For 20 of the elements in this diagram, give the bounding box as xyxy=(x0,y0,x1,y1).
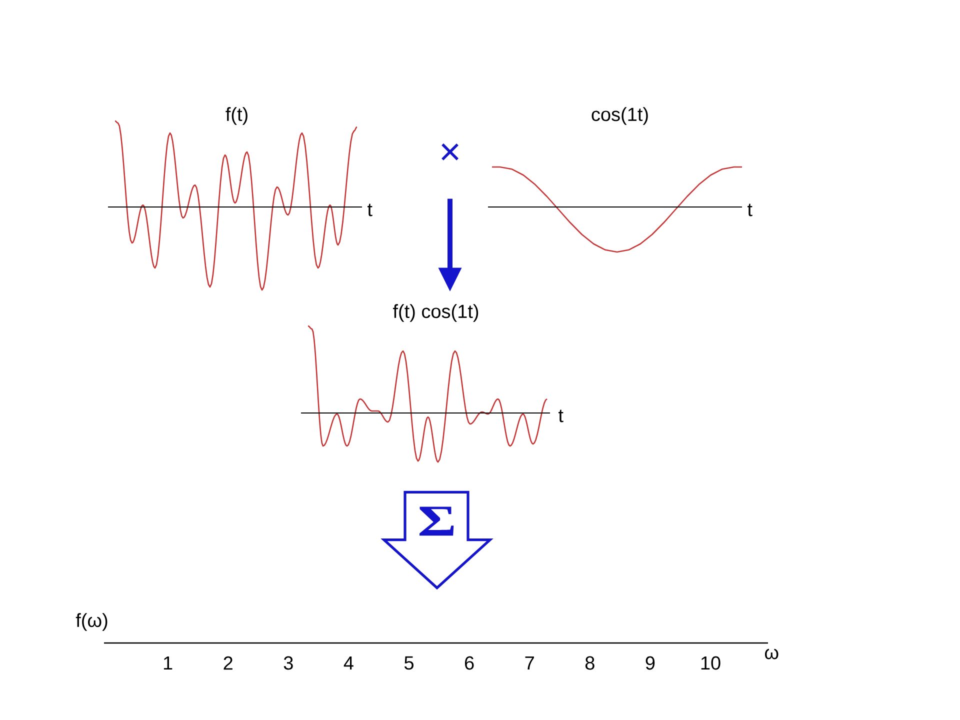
axis-label: ω xyxy=(764,648,778,660)
plot-title: cos(1t) xyxy=(592,107,648,125)
tick-label: 6 xyxy=(464,656,474,670)
tick-label: 4 xyxy=(344,656,354,670)
tick-label: 8 xyxy=(585,656,594,670)
tick-label: 5 xyxy=(404,656,414,670)
tick-label: 1 xyxy=(164,656,172,670)
multiply-sign: × xyxy=(442,143,458,160)
axis-title: f(ω) xyxy=(76,613,108,631)
plot-title: f(t) xyxy=(226,107,248,125)
tick-label: 9 xyxy=(646,656,655,670)
plot-title: f(t) cos(1t) xyxy=(393,304,478,322)
sigma-label: Σ xyxy=(416,506,458,537)
tick-label: 7 xyxy=(525,656,534,670)
tick-label: 3 xyxy=(284,656,293,670)
tick-label: 2 xyxy=(224,656,232,670)
tick-label: 10 xyxy=(701,656,720,670)
axis-label: t xyxy=(748,204,752,216)
axis-label: t xyxy=(368,204,372,216)
axis-label: t xyxy=(558,410,564,422)
